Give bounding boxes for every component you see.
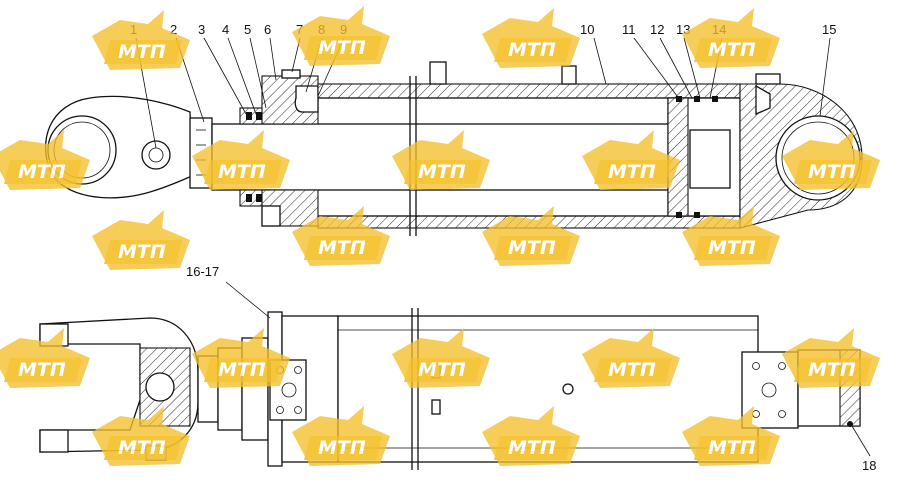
watermark-text: МТП (808, 161, 856, 183)
callout-leaders (135, 37, 871, 457)
callout-10: 10 (580, 22, 594, 37)
watermark-text: МТП (18, 161, 66, 183)
watermark-text: МТП (508, 437, 556, 459)
watermark-text: МТП (418, 359, 466, 381)
watermark-text: МТП (508, 237, 556, 259)
watermark-layer: МТП МТП МТП МТП МТП МТП МТП МТП МТП МТП … (0, 6, 880, 466)
watermark-text: МТП (508, 39, 556, 61)
callout-2: 2 (170, 22, 177, 37)
watermark-text: МТП (608, 161, 656, 183)
watermark-text: МТП (708, 437, 756, 459)
watermark-text: МТП (318, 437, 366, 459)
watermark-text: МТП (608, 359, 656, 381)
callout-12: 12 (650, 22, 664, 37)
watermark-text: МТП (118, 41, 166, 63)
callout-4: 4 (222, 22, 229, 37)
watermark-text: МТП (118, 241, 166, 263)
callout-11: 11 (622, 22, 636, 37)
callout-16-17: 16-17 (186, 264, 219, 279)
watermark-text: МТП (18, 359, 66, 381)
watermark-text: МТП (218, 359, 266, 381)
watermark-text: МТП (318, 37, 366, 59)
watermark-text: МТП (708, 237, 756, 259)
callout-15: 15 (822, 22, 836, 37)
callout-3: 3 (198, 22, 205, 37)
watermark-text: МТП (808, 359, 856, 381)
callout-6: 6 (264, 22, 271, 37)
watermark-text: МТП (218, 161, 266, 183)
callout-5: 5 (244, 22, 251, 37)
watermark-text: МТП (318, 237, 366, 259)
callout-18: 18 (862, 458, 876, 473)
watermark-text: МТП (708, 39, 756, 61)
watermark-text: МТП (418, 161, 466, 183)
watermark-text: МТП (118, 437, 166, 459)
